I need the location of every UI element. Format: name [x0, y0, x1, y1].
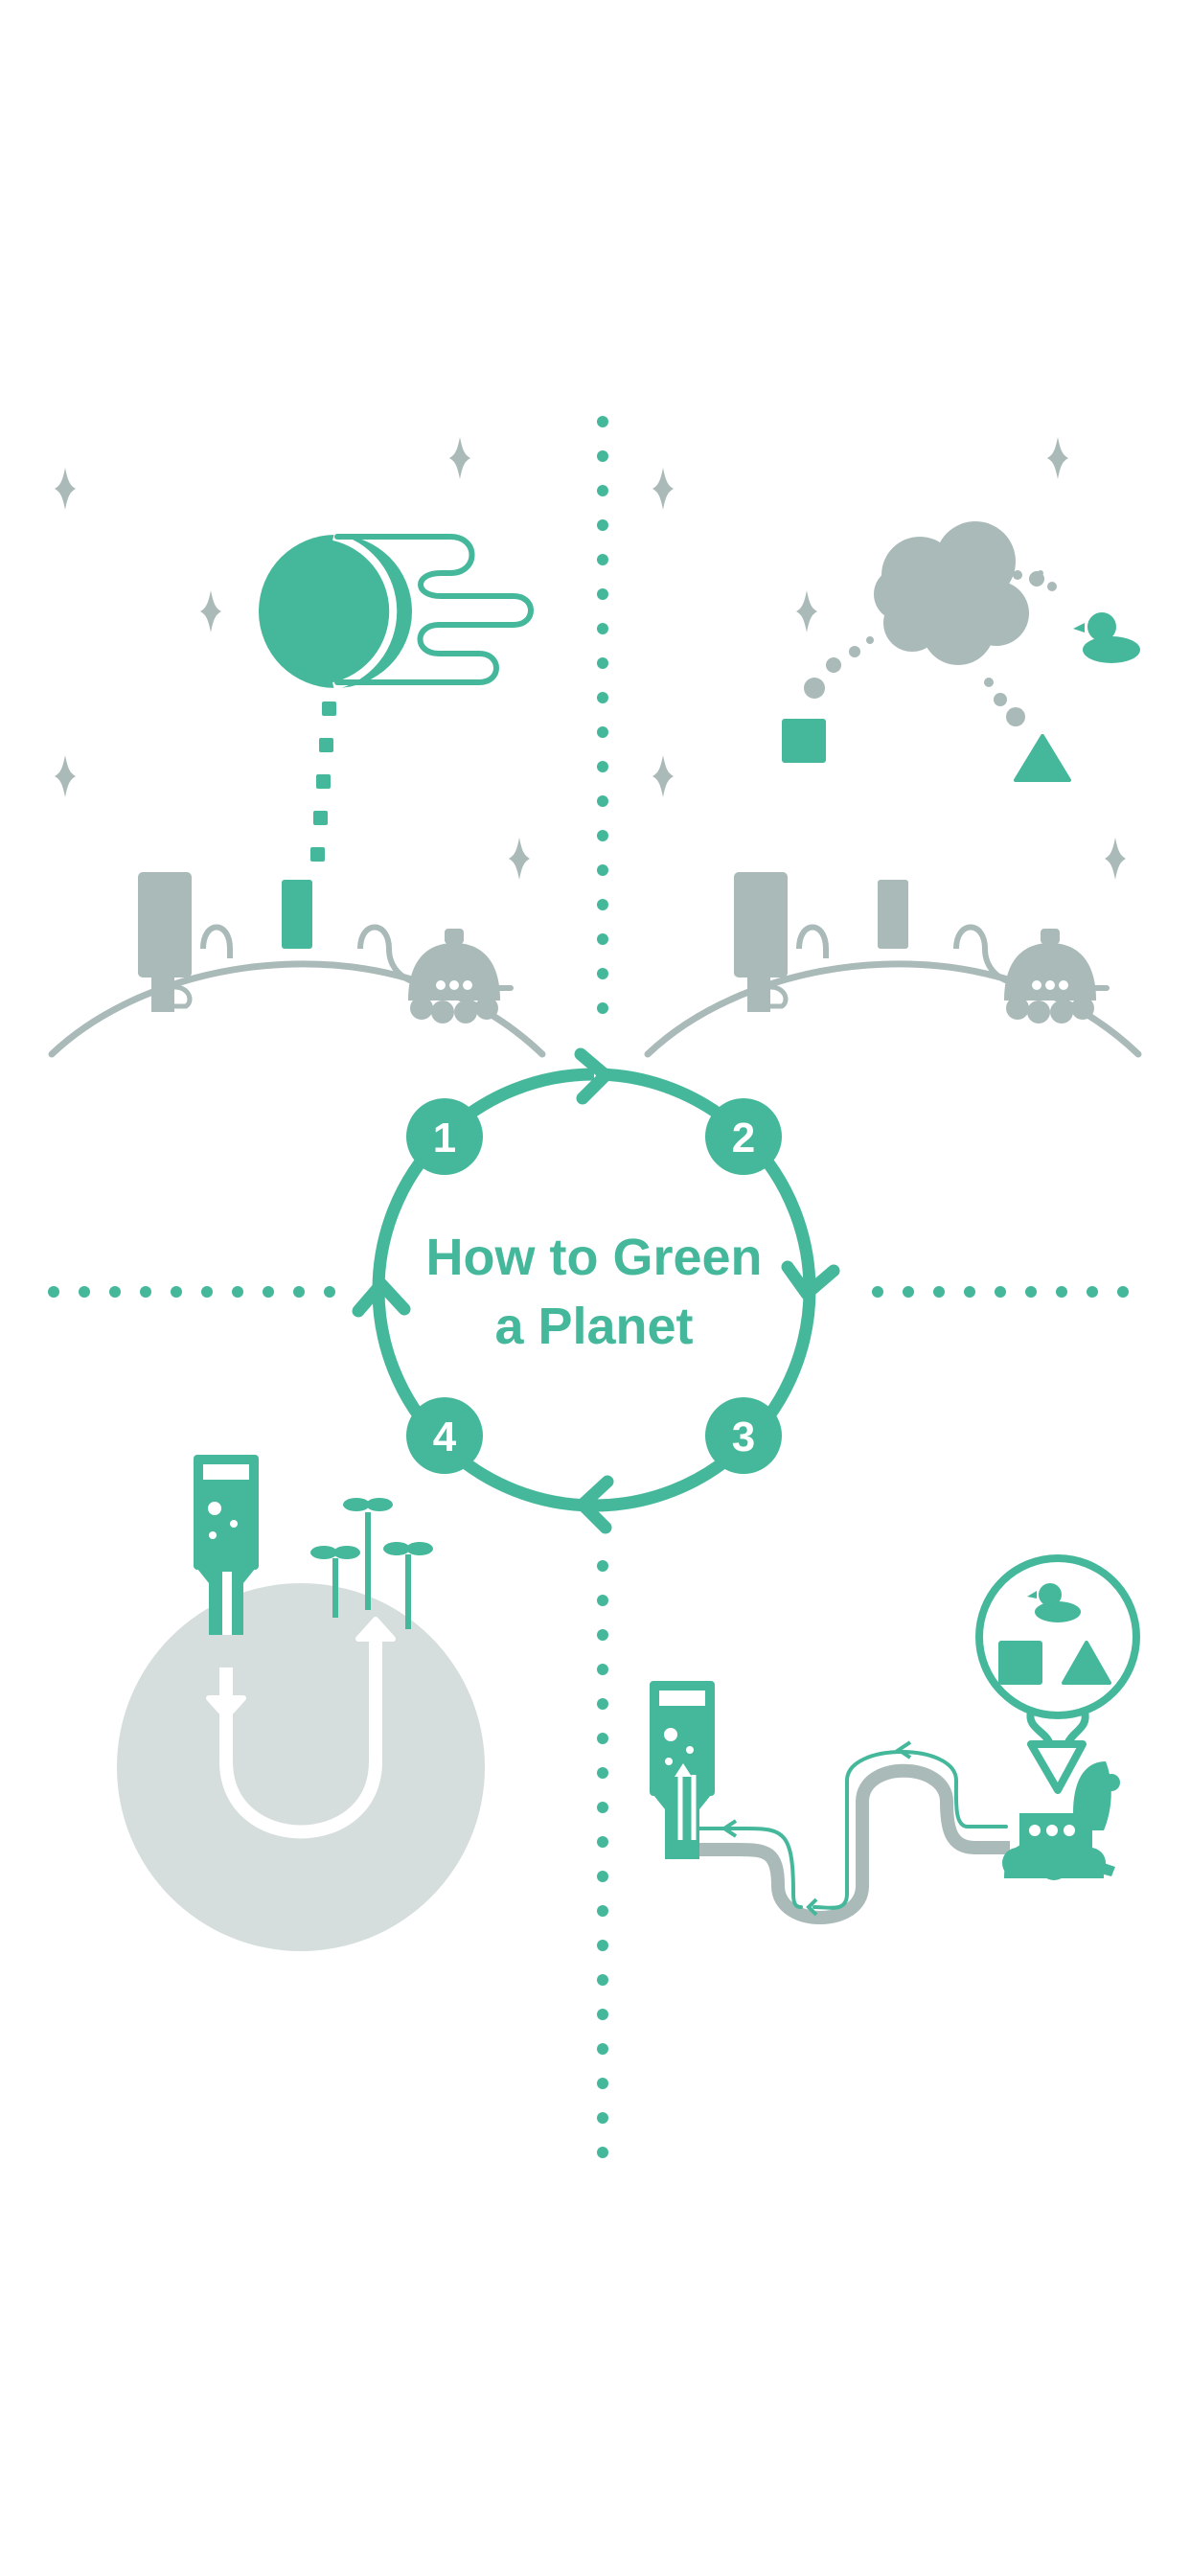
tower-icon: [138, 872, 192, 1012]
cloud-icon: [874, 521, 1029, 665]
particle-trail: [804, 570, 1057, 726]
pipe-icon: [671, 1763, 1010, 1924]
rover-icon: [1004, 929, 1110, 1024]
sprout-icon: [310, 1498, 433, 1629]
square-icon: [782, 719, 826, 763]
rover-icon: [408, 929, 514, 1024]
step-badge-1: 1: [406, 1098, 483, 1175]
arrow-icon: [206, 1695, 246, 1720]
energy-beam: [310, 702, 336, 862]
panel-3-delivery: [650, 1554, 1140, 1924]
duck-icon: [1027, 1583, 1081, 1622]
divider-vertical-top: [597, 416, 608, 1014]
arrow-icon: [355, 1617, 396, 1642]
duck-icon: [1073, 612, 1140, 663]
divider-horizontal-left: [48, 1286, 335, 1298]
arrow-icon: [352, 1277, 411, 1318]
title-line-2: a Planet: [494, 1298, 693, 1355]
divider-horizontal-right: [872, 1286, 1129, 1298]
arrow-icon: [806, 1898, 818, 1917]
wind-icon: [334, 534, 534, 685]
thought-bubble-icon: [975, 1554, 1140, 1794]
panel-4-planting: [117, 1455, 485, 1951]
collector-icon: [282, 880, 312, 949]
flow-line: [678, 1827, 803, 1909]
cycle-ring: [352, 1047, 840, 1534]
tower-icon: [734, 872, 788, 1012]
arrow-icon: [576, 1475, 614, 1534]
rover-icon: [1002, 1761, 1120, 1880]
tower-icon: [650, 1681, 715, 1859]
sparkle-icon: [652, 437, 1126, 880]
divider-vertical-bottom: [597, 1560, 608, 2158]
arrow-icon: [895, 1740, 912, 1760]
title-line-1: How to Green: [425, 1229, 762, 1286]
arrow-icon: [574, 1047, 612, 1105]
step-badge-4: 4: [406, 1397, 483, 1474]
arrow-icon: [781, 1260, 840, 1300]
collector-icon: [878, 880, 908, 949]
step-badge-3: 3: [705, 1397, 782, 1474]
arrow-icon: [721, 1819, 738, 1838]
triangle-icon: [1062, 1641, 1111, 1685]
square-icon: [998, 1641, 1042, 1685]
step-number: 4: [433, 1414, 457, 1460]
panel-2-cloud-shapes: [644, 437, 1142, 1058]
step-badge-2: 2: [705, 1098, 782, 1175]
panel-1-sun-wind: [48, 437, 546, 1058]
step-number: 1: [433, 1115, 456, 1162]
tower-icon: [194, 1455, 259, 1635]
step-number: 2: [732, 1115, 755, 1162]
soil-circle: [117, 1583, 485, 1951]
step-number: 3: [732, 1414, 755, 1460]
triangle-icon: [1014, 734, 1071, 782]
sun-icon: [259, 533, 412, 690]
